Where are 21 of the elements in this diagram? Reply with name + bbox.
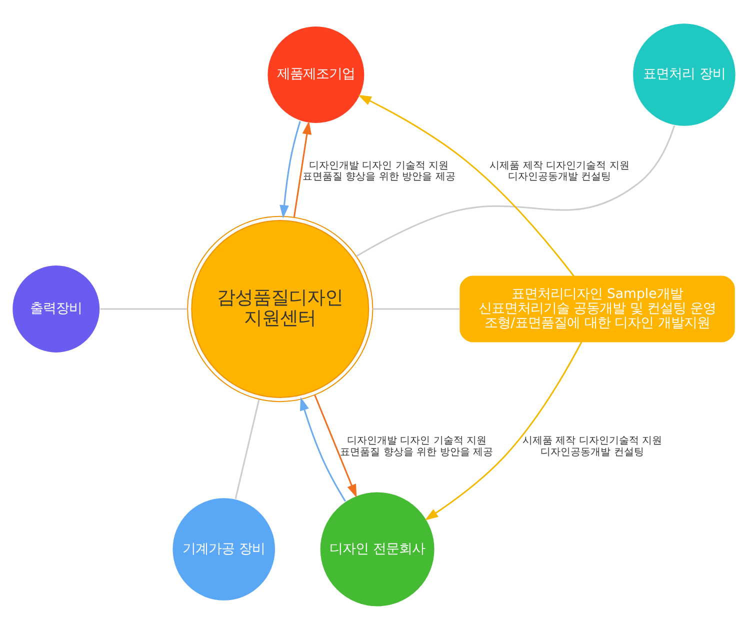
node-box: 표면처리디자인 Sample개발 신표면처리기술 공동개발 및 컨설팅 운영 조형/표면품질에 대한 디자인 개발지원 <box>460 275 735 342</box>
node-circle: 출력장비 <box>12 264 101 353</box>
node-circle: 디자인 전문회사 <box>319 490 436 607</box>
node-circle: 제품제조기업 <box>266 24 366 124</box>
edge-label: 디자인개발 디자인 기술적 지원 표면품질 향상을 위한 방안을 제공 <box>340 435 494 458</box>
node-circle: 표면처리 장비 <box>632 22 736 126</box>
arrow <box>293 120 312 217</box>
arrow <box>300 396 346 502</box>
arrow <box>314 394 357 498</box>
node-circle: 감성품질디자인 지원센터 <box>187 215 374 402</box>
arrow <box>358 94 574 276</box>
connector <box>372 308 460 310</box>
connector <box>356 124 676 256</box>
connector <box>100 308 188 310</box>
connector <box>234 398 260 498</box>
edge-label: 디자인개발 디자인 기술적 지원 표면품질 향상을 위한 방안을 제공 <box>302 160 456 182</box>
arrow <box>424 341 582 520</box>
edge-label: 시제품 제작 디자인기술적 지원 디자인공동개발 컨설팅 <box>522 435 662 458</box>
edge-label: 시제품 제작 디자인기술적 지원 디자인공동개발 컨설팅 <box>490 160 630 182</box>
node-circle: 기계가공 장비 <box>172 496 276 601</box>
arrow <box>280 120 301 218</box>
